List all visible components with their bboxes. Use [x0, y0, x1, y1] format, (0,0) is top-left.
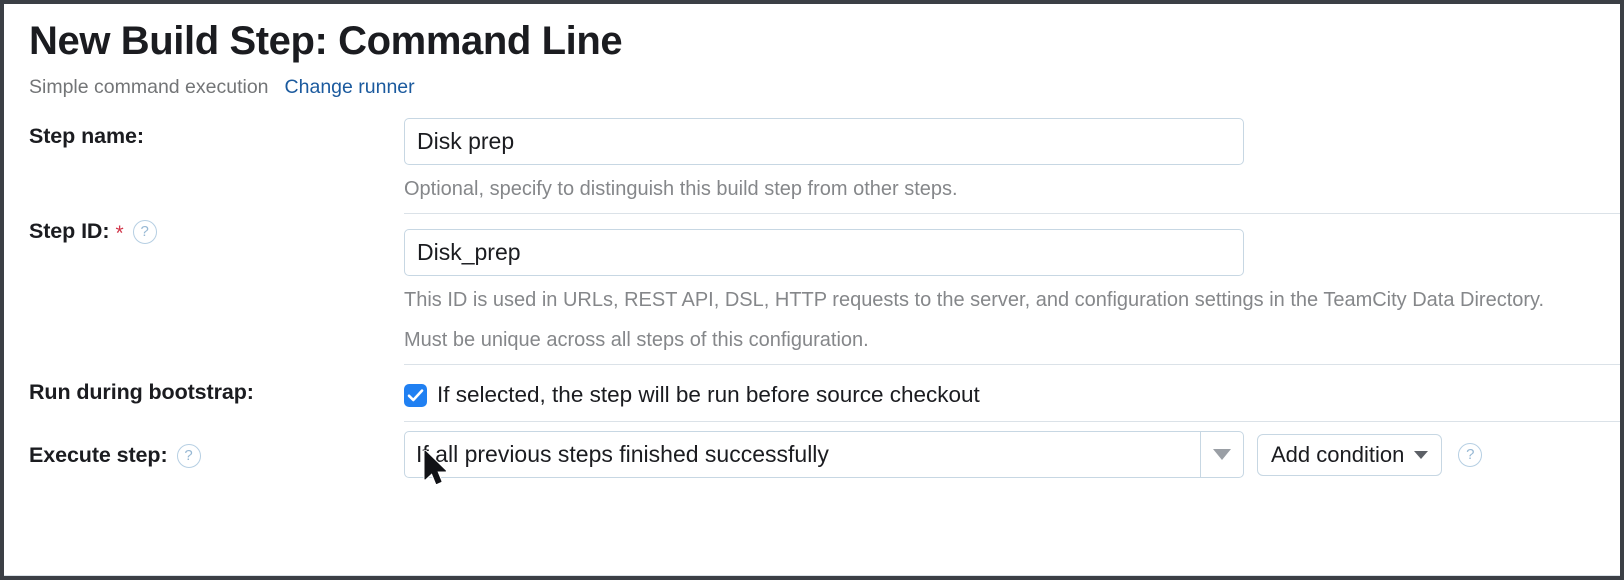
select-arrow-button[interactable]: [1200, 432, 1243, 477]
add-condition-button[interactable]: Add condition: [1257, 433, 1443, 476]
form-row-run-during-bootstrap: Run during bootstrap: If selected, the s…: [29, 364, 1620, 421]
execute-step-field-cell: If all previous steps finished successfu…: [404, 421, 1620, 500]
step-name-field-cell: Optional, specify to distinguish this bu…: [404, 118, 1620, 213]
chevron-down-icon: [1213, 449, 1231, 460]
execute-step-label: Execute step:: [29, 443, 168, 467]
page-title: New Build Step: Command Line: [29, 19, 623, 63]
build-step-form-panel: New Build Step: Command Line Simple comm…: [4, 4, 1620, 576]
step-name-label-cell: Step name:: [29, 118, 404, 149]
help-icon[interactable]: ?: [1458, 442, 1483, 467]
step-name-input[interactable]: [404, 118, 1244, 165]
step-id-label: Step ID:: [29, 219, 110, 243]
form-row-step-id: Step ID: * ? This ID is used in URLs, RE…: [29, 213, 1620, 364]
chevron-down-icon: [1414, 450, 1429, 459]
step-id-hint: This ID is used in URLs, REST API, DSL, …: [404, 289, 1545, 351]
run-during-bootstrap-field-cell: If selected, the step will be run before…: [404, 364, 1620, 421]
execute-step-select[interactable]: If all previous steps finished successfu…: [404, 431, 1244, 478]
checkmark-icon: [407, 388, 424, 401]
bootstrap-checkbox-line: If selected, the step will be run before…: [404, 373, 1620, 417]
execute-step-controls: If all previous steps finished successfu…: [404, 431, 1620, 478]
change-runner-link[interactable]: Change runner: [284, 76, 415, 98]
execute-step-label-cell: Execute step: ?: [29, 421, 404, 468]
run-during-bootstrap-checkbox-label[interactable]: If selected, the step will be run before…: [437, 382, 980, 407]
execute-step-selected-option: If all previous steps finished successfu…: [416, 441, 829, 467]
add-condition-label: Add condition: [1271, 441, 1405, 467]
run-during-bootstrap-label-cell: Run during bootstrap:: [29, 364, 404, 405]
step-id-label-cell: Step ID: * ?: [29, 213, 404, 244]
step-id-input[interactable]: [404, 229, 1244, 276]
form-row-execute-step: Execute step: ? If all previous steps fi…: [29, 421, 1620, 500]
subtitle-row: Simple command execution Change runner: [29, 76, 1620, 102]
step-name-hint: Optional, specify to distinguish this bu…: [404, 178, 958, 200]
step-id-field-cell: This ID is used in URLs, REST API, DSL, …: [404, 213, 1620, 364]
step-name-label: Step name:: [29, 124, 144, 148]
form-row-step-name: Step name: Optional, specify to distingu…: [29, 118, 1620, 213]
required-asterisk-icon: *: [115, 222, 124, 245]
run-during-bootstrap-checkbox[interactable]: [404, 383, 427, 407]
panel-bottom-divider: [4, 575, 1620, 576]
runner-description: Simple command execution: [29, 76, 269, 98]
help-icon[interactable]: ?: [176, 443, 201, 468]
run-during-bootstrap-label: Run during bootstrap:: [29, 380, 254, 404]
build-step-form: Step name: Optional, specify to distingu…: [29, 118, 1620, 500]
help-icon[interactable]: ?: [132, 219, 157, 244]
